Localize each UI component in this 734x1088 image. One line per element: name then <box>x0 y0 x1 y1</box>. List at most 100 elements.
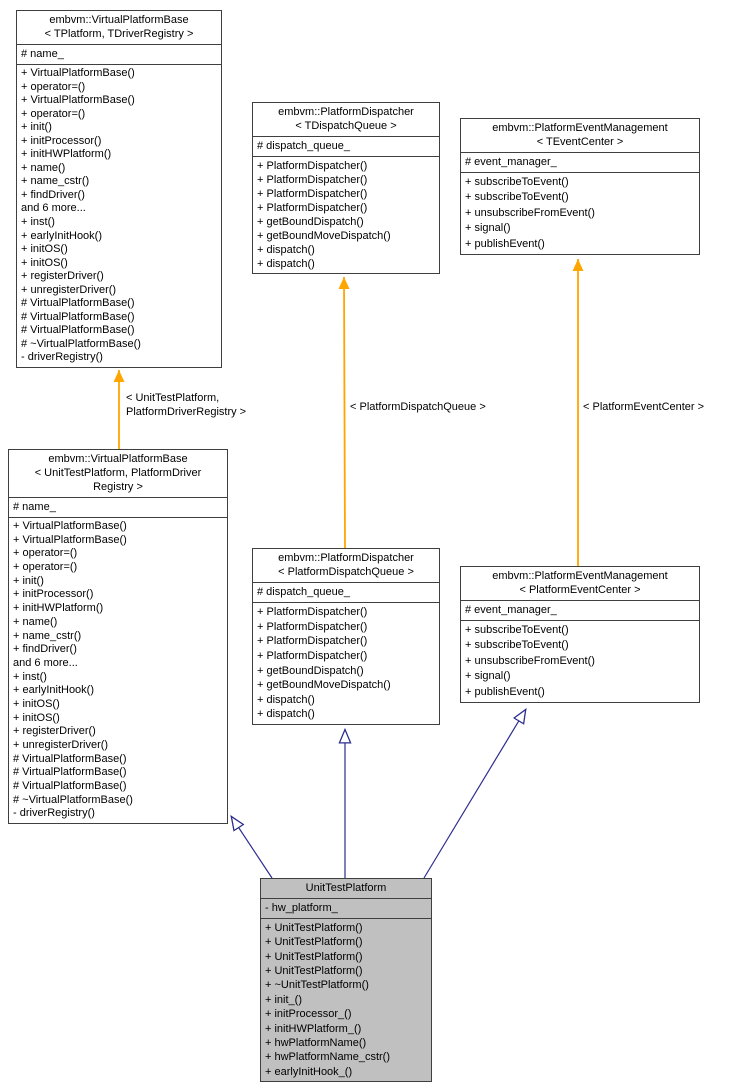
class-title-line: embvm::PlatformEventManagement <box>492 570 668 582</box>
class-attributes: - hw_platform_ <box>261 899 431 919</box>
class-method: # VirtualPlatformBase() <box>21 310 135 323</box>
class-method: + registerDriver() <box>21 270 104 283</box>
class-title-line: embvm::PlatformDispatcher <box>278 106 414 118</box>
class-method: + ~UnitTestPlatform() <box>265 979 369 992</box>
template-args-label-line: < PlatformDispatchQueue > <box>350 401 486 413</box>
class-method: + operator=() <box>13 547 78 560</box>
inheritance-edge <box>231 816 273 879</box>
class-methods: + PlatformDispatcher()+ PlatformDispatch… <box>253 603 439 724</box>
class-method: # VirtualPlatformBase() <box>21 297 135 310</box>
class-method: + operator=() <box>21 107 86 120</box>
class-method: + signal() <box>465 222 511 235</box>
class-method: - driverRegistry() <box>13 807 95 820</box>
class-method: # ~VirtualPlatformBase() <box>21 337 141 350</box>
class-method: + init() <box>13 574 44 587</box>
class-method: + initProcessor() <box>13 588 94 601</box>
class-method: + signal() <box>465 670 511 683</box>
class-title-line: < PlatformEventCenter > <box>519 584 641 596</box>
class-title-line: embvm::PlatformEventManagement <box>492 122 668 134</box>
class-title-line: < UnitTestPlatform, PlatformDriver <box>34 467 202 479</box>
class-method: + PlatformDispatcher() <box>257 649 368 662</box>
class-method: # VirtualPlatformBase() <box>13 780 127 793</box>
class-title: embvm::PlatformDispatcher< TDispatchQueu… <box>253 103 439 137</box>
class-method: + publishEvent() <box>465 237 545 250</box>
class-method: + earlyInitHook() <box>13 684 95 697</box>
class-attribute: # name_ <box>21 48 64 60</box>
class-method: + getBoundDispatch() <box>257 216 364 228</box>
template-instantiation-edge <box>338 276 350 549</box>
class-title: embvm::VirtualPlatformBase< TPlatform, T… <box>17 11 221 45</box>
class-method: and 6 more... <box>13 656 78 669</box>
class-methods: + VirtualPlatformBase()+ operator=()+ Vi… <box>17 65 221 367</box>
class-method: + findDriver() <box>13 643 77 656</box>
class-method: + PlatformDispatcher() <box>257 635 368 648</box>
class-methods: + subscribeToEvent()+ subscribeToEvent()… <box>461 173 699 254</box>
class-method: and 6 more... <box>21 202 86 215</box>
class-method: + name_cstr() <box>21 175 90 188</box>
class-box-platform-dispatcher-platform[interactable]: embvm::PlatformDispatcher< PlatformDispa… <box>252 548 440 725</box>
class-method: + earlyInitHook_() <box>265 1065 353 1078</box>
class-method: + name_cstr() <box>13 629 82 642</box>
template-args-label-line: < PlatformEventCenter > <box>583 401 705 413</box>
class-method: + initHWPlatform() <box>13 602 104 615</box>
class-method: + dispatch() <box>257 693 315 706</box>
class-title-line: < TPlatform, TDriverRegistry > <box>44 28 194 40</box>
class-methods: + subscribeToEvent()+ subscribeToEvent()… <box>461 621 699 702</box>
class-method: # VirtualPlatformBase() <box>21 324 135 337</box>
class-title-line: Registry > <box>93 481 143 493</box>
class-method: - driverRegistry() <box>21 351 103 364</box>
class-method: + VirtualPlatformBase() <box>13 533 127 546</box>
class-box-unit-test-platform[interactable]: UnitTestPlatform - hw_platform_ + UnitTe… <box>260 878 432 1082</box>
class-box-virtual-platform-base-generic[interactable]: embvm::VirtualPlatformBase< TPlatform, T… <box>16 10 222 368</box>
class-method: + inst() <box>13 670 47 683</box>
class-method: + operator=() <box>21 80 86 93</box>
class-method: + getBoundDispatch() <box>257 664 364 677</box>
class-method: + VirtualPlatformBase() <box>13 520 127 532</box>
class-box-platform-event-management-platform[interactable]: embvm::PlatformEventManagement< Platform… <box>460 566 700 703</box>
class-method: + PlatformDispatcher() <box>257 620 368 633</box>
class-method: + initOS() <box>13 711 60 724</box>
class-title: embvm::PlatformEventManagement< Platform… <box>461 567 699 601</box>
class-title-line: embvm::PlatformDispatcher <box>278 552 414 564</box>
class-title: embvm::PlatformEventManagement< TEventCe… <box>461 119 699 153</box>
class-method: # VirtualPlatformBase() <box>13 752 127 765</box>
class-attribute: # event_manager_ <box>465 604 557 616</box>
class-method: + publishEvent() <box>465 685 545 698</box>
class-method: + operator=() <box>13 561 78 574</box>
class-method: + PlatformDispatcher() <box>257 188 368 200</box>
class-box-platform-event-management-generic[interactable]: embvm::PlatformEventManagement< TEventCe… <box>460 118 700 255</box>
class-attribute: # dispatch_queue_ <box>257 586 350 598</box>
class-attribute: # event_manager_ <box>465 156 557 168</box>
class-title-line: embvm::VirtualPlatformBase <box>49 14 189 26</box>
class-title-line: < PlatformDispatchQueue > <box>278 566 414 578</box>
class-method: + UnitTestPlatform() <box>265 922 363 934</box>
class-attributes: # name_ <box>9 498 227 518</box>
class-title-line: UnitTestPlatform <box>305 882 387 894</box>
template-args-label: < PlatformDispatchQueue > <box>350 400 486 414</box>
class-method: + PlatformDispatcher() <box>257 160 368 172</box>
class-method: + unsubscribeFromEvent() <box>465 206 595 219</box>
class-method: + unregisterDriver() <box>13 739 109 751</box>
class-method: + findDriver() <box>21 188 85 201</box>
class-method: + initOS() <box>21 243 68 256</box>
class-method: + PlatformDispatcher() <box>257 174 368 186</box>
class-method: + initProcessor_() <box>265 1008 352 1021</box>
class-attribute: # dispatch_queue_ <box>257 140 350 152</box>
class-method: + getBoundMoveDispatch() <box>257 679 391 692</box>
class-title-line: embvm::VirtualPlatformBase <box>48 453 188 465</box>
class-method: + VirtualPlatformBase() <box>21 67 135 79</box>
class-method: + unregisterDriver() <box>21 283 117 296</box>
class-attributes: # dispatch_queue_ <box>253 583 439 603</box>
class-method: + init() <box>21 121 52 134</box>
class-method: + name() <box>21 161 66 174</box>
class-attributes: # event_manager_ <box>461 601 699 621</box>
class-method: + initOS() <box>13 697 60 710</box>
class-box-virtual-platform-base-unittest[interactable]: embvm::VirtualPlatformBase< UnitTestPlat… <box>8 449 228 824</box>
class-method: + UnitTestPlatform() <box>265 936 363 949</box>
class-title: embvm::PlatformDispatcher< PlatformDispa… <box>253 549 439 583</box>
class-method: + hwPlatformName() <box>265 1036 367 1049</box>
class-box-platform-dispatcher-generic[interactable]: embvm::PlatformDispatcher< TDispatchQueu… <box>252 102 440 274</box>
class-title: UnitTestPlatform <box>261 879 431 899</box>
